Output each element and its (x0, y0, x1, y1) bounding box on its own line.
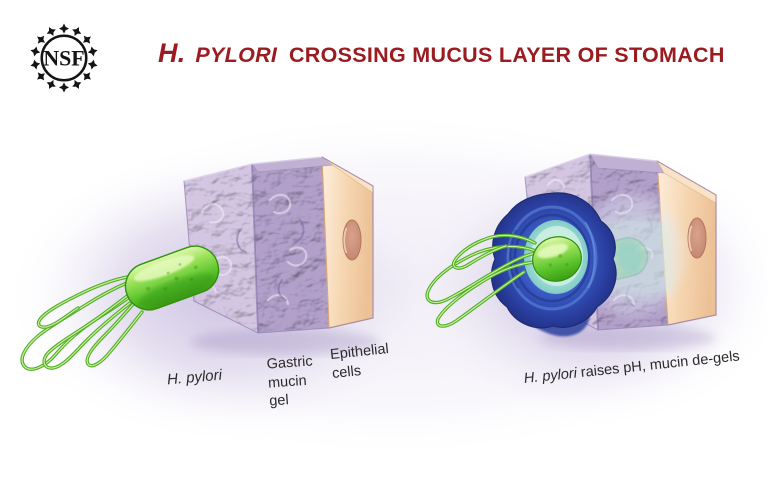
title-species-name: PYLORI (195, 43, 278, 67)
left-bacterium-shade (138, 273, 215, 307)
right-bacterium-highlight (537, 243, 569, 259)
left-cube-face-front (252, 157, 329, 333)
left-figure (20, 155, 380, 371)
nsf-logo: NSF (29, 23, 99, 93)
vortex-ring-dark (513, 213, 591, 303)
vortex-ring-bright (506, 205, 598, 311)
title-rest: CROSSING MUCUS LAYER OF STOMACH (288, 43, 725, 67)
right-cube-shadow (540, 326, 716, 350)
left-bacterium-speckles (146, 263, 198, 291)
left-flagella (20, 274, 144, 371)
right-figure (425, 153, 717, 350)
nsf-logo-text: NSF (43, 47, 84, 71)
nsf-logo-ring (40, 34, 88, 82)
right-cube-rim-light (524, 153, 658, 178)
right-epithelial-oval-highlight (688, 225, 693, 252)
label-gastric-mucin-gel: Gastric mucin gel (266, 353, 314, 410)
title-species-abbrev: H. (158, 38, 186, 68)
left-cube-rim-light (183, 156, 323, 182)
left-epithelial-oval (342, 219, 362, 261)
right-bacterium-speckles (548, 253, 569, 267)
ghost-bacterium-tip (617, 239, 642, 274)
left-epithelial-oval-highlight (343, 227, 348, 254)
vortex-swirl-right (584, 221, 596, 289)
left-cube-ridge-edge (251, 163, 259, 334)
page-title: H. PYLORI CROSSING MUCUS LAYER OF STOMAC… (158, 38, 724, 69)
right-bacterium-head (532, 236, 582, 282)
right-flagella (425, 233, 539, 328)
vortex-swirl-left (509, 229, 519, 289)
left-bacterium (124, 245, 220, 311)
right-epithelial-oval (687, 217, 707, 259)
left-bacterium-highlight (133, 255, 195, 282)
left-mucin-cube (183, 155, 374, 334)
label-epithelial-cells: Epithelial cells (329, 341, 390, 382)
left-cube-shadow (190, 329, 380, 355)
caption-species: H. pylori (523, 365, 578, 387)
